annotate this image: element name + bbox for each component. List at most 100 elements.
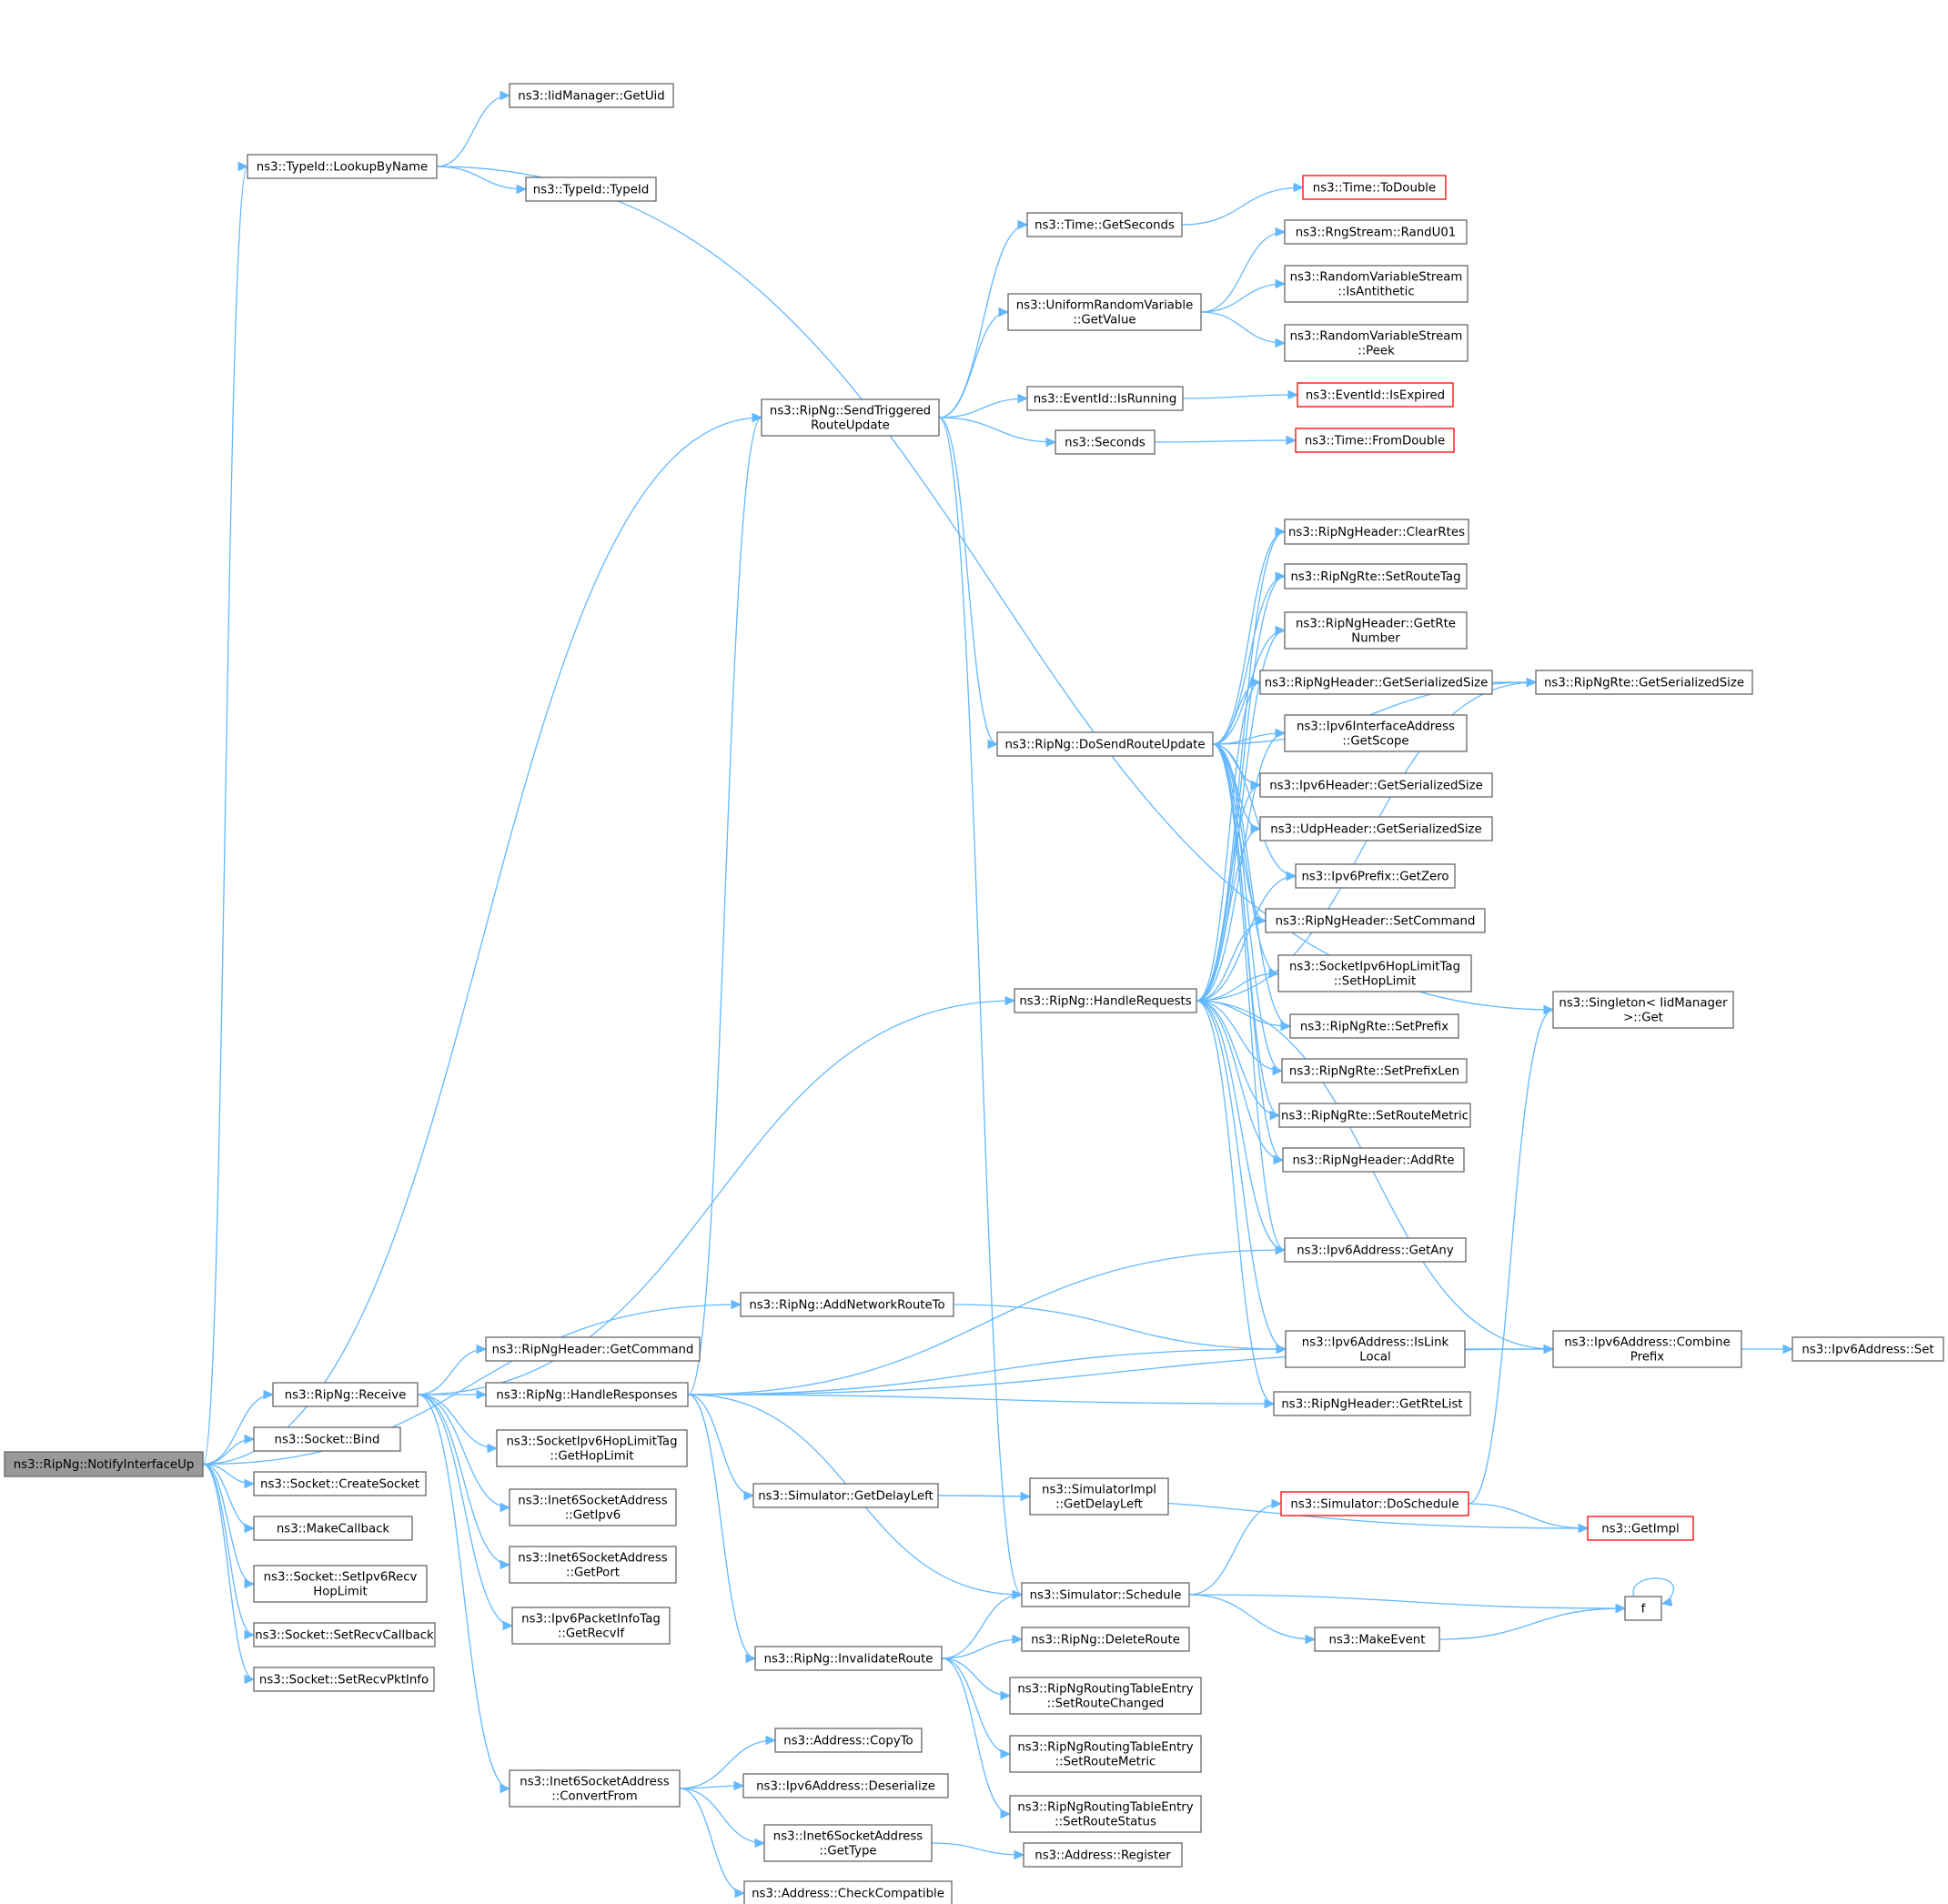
node-label: ::GetValue: [1073, 314, 1135, 327]
edge-n39-n65: [417, 1394, 511, 1794]
node-ns3-randomvariablestream-peek[interactable]: ns3::RandomVariableStream::Peek: [1284, 324, 1469, 362]
edge-n53-n57: [1188, 1594, 1317, 1645]
node-box: [1284, 563, 1468, 589]
node-ns3-typeid-lookupbyname[interactable]: ns3::TypeId::LookupByName: [247, 154, 438, 179]
node-ns3-socket-setrecvcallback[interactable]: ns3::Socket::SetRecvCallback: [253, 1622, 436, 1647]
node-ns3-inet6socketaddress-convertfrom[interactable]: ns3::Inet6SocketAddress::ConvertFrom: [509, 1769, 681, 1808]
node-ns3-simulator-getdelayleft[interactable]: ns3::Simulator::GetDelayLeft: [752, 1483, 939, 1508]
node-ns3-ipv6header-getserializedsize[interactable]: ns3::Ipv6Header::GetSerializedSize: [1259, 772, 1493, 798]
node-label: ns3::RipNgHeader::GetSerializedSize: [1265, 677, 1489, 690]
node-ns3-time-fromdouble[interactable]: ns3::Time::FromDouble: [1295, 428, 1455, 453]
node-ns3-singleton-iidmanager-get[interactable]: ns3::Singleton< IidManager >::Get: [1552, 991, 1734, 1029]
node-ns3-ipv6address-set[interactable]: ns3::Ipv6Address::Set: [1792, 1336, 1944, 1362]
edge-n53-n54: [1188, 1594, 1627, 1614]
node-box: [1009, 1795, 1202, 1833]
node-ns3-time-todouble[interactable]: ns3::Time::ToDouble: [1302, 175, 1447, 200]
node-ns3-address-register[interactable]: ns3::Address::Register: [1023, 1842, 1183, 1868]
node-ns3-iidmanager-getuid[interactable]: ns3::IidManager::GetUid: [509, 83, 674, 108]
node-ns3-ripngheader-setcommand[interactable]: ns3::RipNgHeader::SetCommand: [1265, 908, 1486, 933]
edge-n40-n41: [687, 1394, 1276, 1409]
edge-n40-n60: [687, 1394, 757, 1664]
node-box: [272, 1382, 419, 1407]
node-ns3-makeevent[interactable]: ns3::MakeEvent: [1314, 1627, 1440, 1652]
node-ns3-ripng-handleresponses[interactable]: ns3::RipNg::HandleResponses: [485, 1382, 689, 1407]
node-ns3-ripngroutingtableentry-setroutestatus[interactable]: ns3::RipNgRoutingTableEntry::SetRouteSta…: [1009, 1795, 1202, 1833]
node-box: [1281, 1058, 1468, 1083]
edge-n39-n35: [417, 1344, 488, 1395]
node-ns3-uniformrandomvariable-getvalue[interactable]: ns3::UniformRandomVariable::GetValue: [1007, 293, 1202, 331]
node-label: ::GetPort: [566, 1567, 620, 1580]
node-ns3-simulator-schedule[interactable]: ns3::Simulator::Schedule: [1021, 1582, 1190, 1607]
node-ns3-seconds[interactable]: ns3::Seconds: [1055, 429, 1156, 455]
node-box: [1552, 991, 1734, 1029]
node-box: [1284, 611, 1468, 650]
edge-n0-n42: [202, 1434, 256, 1466]
node-label: ns3::Simulator::DoSchedule: [1290, 1498, 1458, 1512]
node-ns3-ripng-addnetworkrouteto[interactable]: ns3::RipNg::AddNetworkRouteTo: [740, 1292, 954, 1317]
node-ns3-ripngrte-getserializedsize[interactable]: ns3::RipNgRte::GetSerializedSize: [1535, 670, 1753, 695]
node-ns3-ripng-receive[interactable]: ns3::RipNg::Receive: [272, 1382, 419, 1407]
node-ns3-makecallback[interactable]: ns3::MakeCallback: [253, 1516, 413, 1541]
node-ns3-ipv6packetinfotag-getrecvif[interactable]: ns3::Ipv6PacketInfoTag::GetRecvIf: [511, 1607, 671, 1645]
node-ns3-ipv6prefix-getzero[interactable]: ns3::Ipv6Prefix::GetZero: [1295, 863, 1456, 889]
node-box: [1021, 1627, 1190, 1652]
node-ns3-typeid-typeid[interactable]: ns3::TypeId::TypeId: [525, 176, 657, 202]
node-label: >::Get: [1623, 1012, 1663, 1025]
node-ns3-ripngheader-getrtelist[interactable]: ns3::RipNgHeader::GetRteList: [1273, 1391, 1471, 1416]
node-ns3-ripngheader-getserializedsize[interactable]: ns3::RipNgHeader::GetSerializedSize: [1259, 670, 1493, 695]
node-ns3-inet6socketaddress-gettype[interactable]: ns3::Inet6SocketAddress::GetType: [763, 1824, 933, 1862]
node-f[interactable]: f: [1624, 1596, 1662, 1621]
node-box: [1284, 324, 1469, 362]
node-ns3-ripng-dosendrouteupdate[interactable]: ns3::RipNg::DoSendRouteUpdate: [996, 731, 1214, 757]
node-label: ns3::TypeId::TypeId: [533, 184, 650, 197]
node-box: [761, 398, 940, 437]
node-ns3-ripngroutingtableentry-setroutechanged[interactable]: ns3::RipNgRoutingTableEntry::SetRouteCha…: [1009, 1677, 1202, 1715]
node-label: ns3::GetImpl: [1601, 1523, 1679, 1536]
node-ns3-ripngheader-getcommand[interactable]: ns3::RipNgHeader::GetCommand: [485, 1336, 701, 1362]
node-ns3-ripngrte-setroutetag[interactable]: ns3::RipNgRte::SetRouteTag: [1284, 563, 1468, 589]
node-ns3-time-getseconds[interactable]: ns3::Time::GetSeconds: [1026, 212, 1183, 237]
node-ns3-ripng-invalidateroute[interactable]: ns3::RipNg::InvalidateRoute: [754, 1646, 943, 1671]
node-box: [253, 1426, 401, 1452]
node-ns3-eventid-isexpired[interactable]: ns3::EventId::IsExpired: [1297, 382, 1454, 408]
node-ns3-ripngrte-setprefix[interactable]: ns3::RipNgRte::SetPrefix: [1289, 1013, 1459, 1039]
node-ns3-ripngroutingtableentry-setroutemetric[interactable]: ns3::RipNgRoutingTableEntry::SetRouteMet…: [1009, 1735, 1202, 1773]
node-ns3-randomvariablestream-isantithetic[interactable]: ns3::RandomVariableStream::IsAntithetic: [1284, 265, 1469, 303]
node-ns3-socketipv6hoplimittag-sethoplimit[interactable]: ns3::SocketIpv6HopLimitTag::SetHopLimit: [1277, 954, 1472, 992]
node-ns3-ripngrte-setprefixlen[interactable]: ns3::RipNgRte::SetPrefixLen: [1281, 1058, 1468, 1083]
node-ns3-ripngheader-addrte[interactable]: ns3::RipNgHeader::AddRte: [1282, 1147, 1465, 1173]
node-ns3-ripng-notifyinterfaceup[interactable]: ns3::RipNg::NotifyInterfaceUp: [4, 1451, 204, 1477]
node-ns3-rngstream-randu01[interactable]: ns3::RngStream::RandU01: [1284, 219, 1468, 245]
node-ns3-inet6socketaddress-getport[interactable]: ns3::Inet6SocketAddress::GetPort: [509, 1546, 677, 1584]
node-ns3-socket-bind[interactable]: ns3::Socket::Bind: [253, 1426, 401, 1452]
node-ns3-ripngrte-setroutemetric[interactable]: ns3::RipNgRte::SetRouteMetric: [1278, 1103, 1471, 1128]
node-ns3-udpheader-getserializedsize[interactable]: ns3::UdpHeader::GetSerializedSize: [1259, 816, 1493, 841]
node-ns3-ipv6address-getany[interactable]: ns3::Ipv6Address::GetAny: [1284, 1237, 1467, 1263]
node-ns3-socket-setrecvpktinfo[interactable]: ns3::Socket::SetRecvPktInfo: [253, 1667, 435, 1692]
node-label: ::GetHopLimit: [550, 1450, 633, 1464]
node-ns3-address-checkcompatible[interactable]: ns3::Address::CheckCompatible: [743, 1880, 953, 1904]
node-ns3-inet6socketaddress-getipv6[interactable]: ns3::Inet6SocketAddress::GetIpv6: [509, 1488, 677, 1526]
node-ns3-ripngheader-clearrtes[interactable]: ns3::RipNgHeader::ClearRtes: [1284, 519, 1469, 545]
node-ns3-address-copyto[interactable]: ns3::Address::CopyTo: [774, 1728, 923, 1753]
node-ns3-ripng-handlerequests[interactable]: ns3::RipNg::HandleRequests: [1014, 988, 1197, 1013]
edge-n40-n45: [687, 1394, 755, 1501]
node-ns3-eventid-isrunning[interactable]: ns3::EventId::IsRunning: [1026, 386, 1184, 411]
node-ns3-simulatorimpl-getdelayleft[interactable]: ns3::SimulatorImpl::GetDelayLeft: [1029, 1477, 1169, 1516]
node-ns3-simulator-doschedule[interactable]: ns3::Simulator::DoSchedule: [1280, 1491, 1469, 1516]
node-ns3-socket-createsocket[interactable]: ns3::Socket::CreateSocket: [253, 1471, 427, 1496]
node-ns3-ipv6address-deserialize[interactable]: ns3::Ipv6Address::Deserialize: [742, 1773, 949, 1798]
node-label: ns3::SocketIpv6HopLimitTag: [506, 1436, 677, 1449]
node-ns3-ipv6interfaceaddress-getscope[interactable]: ns3::Ipv6InterfaceAddress::GetScope: [1284, 714, 1468, 752]
node-ns3-socketipv6hoplimittag-gethoplimit[interactable]: ns3::SocketIpv6HopLimitTag::GetHopLimit: [496, 1429, 688, 1467]
node-label: ns3::Ipv6Address::GetAny: [1297, 1244, 1454, 1258]
edge-n39-n40: [418, 1389, 488, 1400]
edge-n13-n14: [1154, 435, 1297, 446]
node-ns3-ripng-deleteroute[interactable]: ns3::RipNg::DeleteRoute: [1021, 1627, 1190, 1652]
node-ns3-getimpl[interactable]: ns3::GetImpl: [1587, 1516, 1694, 1541]
